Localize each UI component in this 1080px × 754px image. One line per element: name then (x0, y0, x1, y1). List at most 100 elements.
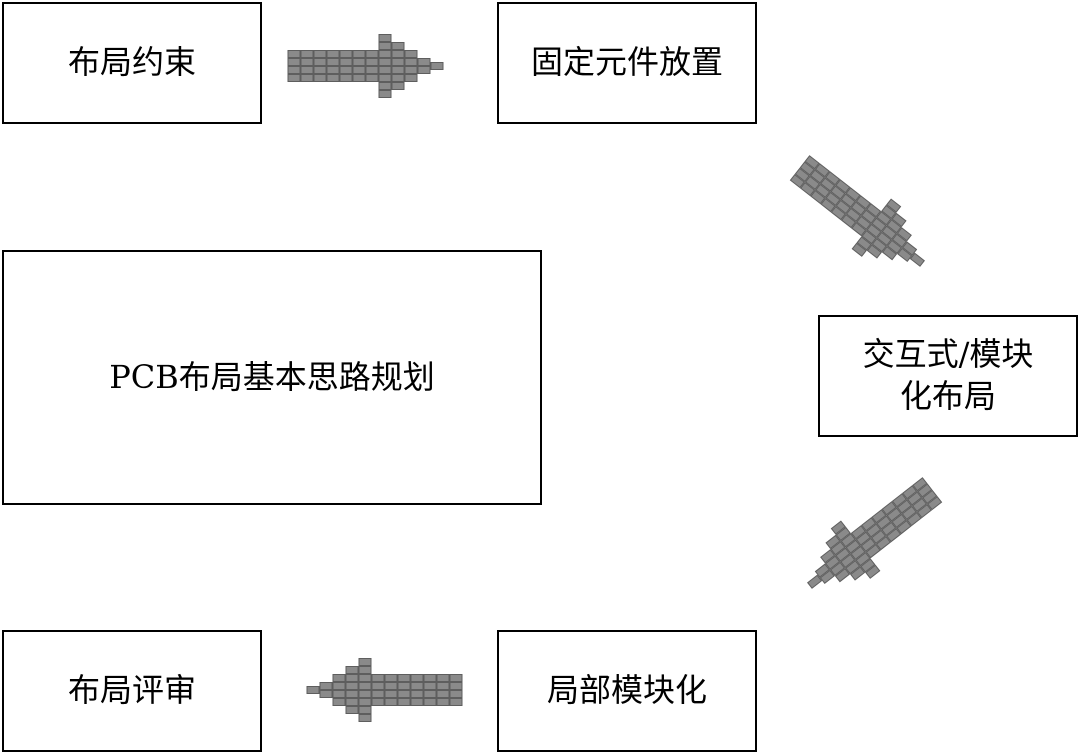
arrow-top-block (326, 50, 340, 58)
arrow-right-lower-block (891, 513, 907, 529)
arrow-right-lower-block (850, 525, 867, 540)
arrow-right-lower-block (830, 520, 846, 535)
arrow-bottom-block (358, 690, 372, 698)
arrow-right-upper-block (851, 242, 867, 257)
arrow-right-icon (287, 34, 444, 98)
arrow-down-right-icon (789, 155, 925, 267)
arrow-bottom-block (319, 690, 333, 698)
arrow-right-lower-block (917, 483, 933, 498)
arrow-right-upper-block (865, 203, 882, 218)
arrow-top-block (300, 50, 314, 58)
arrow-top-block (391, 82, 405, 90)
arrow-bottom-block (449, 682, 463, 690)
arrow-right-upper-block (856, 215, 872, 231)
arrow-right-lower-block (865, 564, 881, 579)
arrow-right-upper-block (840, 214, 857, 229)
arrow-top-block (287, 50, 301, 58)
arrow-right-lower-block (820, 549, 836, 564)
arrow-top-block (391, 58, 405, 66)
arrow-right-upper-block (820, 177, 836, 192)
box-local-modularization: 局部模块化 (497, 630, 757, 752)
arrow-right-upper-block (850, 201, 866, 216)
arrow-top-block (313, 50, 327, 58)
arrow-right-lower-block (814, 563, 830, 578)
arrow-right-upper-block (861, 230, 877, 245)
arrow-top-block (326, 58, 340, 66)
arrow-right-lower-block (840, 553, 856, 569)
arrow-right-lower-block (916, 503, 933, 519)
arrow-top-block (378, 74, 392, 82)
arrow-bottom-block (397, 690, 411, 698)
box-pcb-layout-planning: PCB布局基本思路规划 (2, 250, 542, 505)
arrow-bottom-block (384, 674, 398, 682)
arrow-right-lower-block (927, 495, 943, 511)
arrow-right-lower-block (902, 485, 918, 500)
arrow-bottom-block (371, 698, 385, 706)
arrow-right-lower-block (861, 517, 877, 532)
arrow-right-upper-block (866, 244, 882, 259)
arrow-top-block (378, 82, 392, 90)
arrow-bottom-block (332, 690, 346, 698)
box-layout-constraints: 布局约束 (2, 2, 262, 124)
box-layout-constraints-label: 布局约束 (67, 43, 196, 82)
arrow-right-upper-block (896, 227, 912, 242)
arrow-top-block (417, 66, 431, 74)
arrow-top-block (339, 66, 353, 74)
arrow-right-upper-block (815, 183, 831, 199)
arrow-right-lower-block (896, 520, 912, 535)
arrow-right-upper-block (814, 163, 830, 178)
arrow-bottom-block (345, 682, 359, 690)
arrow-right-lower-block (860, 558, 876, 573)
arrow-bottom-block (345, 666, 359, 674)
arrow-bottom-block (436, 690, 450, 698)
arrow-bottom-block (319, 682, 333, 690)
arrow-top-block (313, 58, 327, 66)
arrow-bottom-block (345, 674, 359, 682)
arrow-top-block (352, 66, 366, 74)
arrow-right-lower-block (865, 544, 881, 559)
arrow-right-upper-block (830, 185, 846, 200)
arrow-bottom-block (384, 682, 398, 690)
arrow-top-block (352, 58, 366, 66)
arrow-top-block (326, 66, 340, 74)
arrow-bottom-block (345, 690, 359, 698)
arrow-top-block (378, 66, 392, 74)
arrow-right-upper-block (881, 204, 897, 220)
arrow-right-lower-block (912, 477, 928, 492)
arrow-right-upper-block (861, 209, 877, 224)
arrow-right-lower-block (860, 537, 876, 553)
arrow-right-upper-block (840, 193, 856, 208)
box-interactive-modular-layout: 交互式/模块 化布局 (818, 315, 1078, 437)
arrow-right-upper-block (835, 179, 851, 194)
arrow-top-block (430, 62, 444, 70)
arrow-bottom-block (423, 698, 437, 706)
arrow-bottom-block (410, 674, 424, 682)
arrow-bottom-block (436, 674, 450, 682)
arrow-bottom-block (332, 674, 346, 682)
arrow-bottom-block (423, 674, 437, 682)
arrow-right-lower-block (886, 528, 902, 543)
arrow-top-block (378, 50, 392, 58)
arrow-top-block (378, 34, 392, 42)
arrow-top-block (404, 66, 418, 74)
arrow-right-lower-block (870, 529, 887, 545)
arrow-right-upper-block (891, 212, 907, 228)
arrow-top-block (339, 50, 353, 58)
arrow-top-block (391, 50, 405, 58)
arrow-right-upper-block (871, 238, 887, 253)
arrow-top-block (300, 66, 314, 74)
arrow-right-lower-block (850, 566, 866, 581)
arrow-top-block (404, 58, 418, 66)
arrow-top-block (313, 74, 327, 82)
arrow-right-lower-block (891, 493, 907, 508)
arrow-right-upper-block (881, 225, 897, 240)
arrow-right-lower-block (855, 531, 871, 546)
arrow-right-lower-block (835, 526, 851, 542)
arrow-down-left-icon (807, 477, 943, 589)
arrow-right-lower-block (896, 499, 912, 514)
arrow-right-lower-block (835, 547, 851, 562)
box-layout-review-label: 布局评审 (67, 671, 196, 710)
arrow-right-upper-block (891, 233, 907, 248)
arrow-bottom-block (358, 682, 372, 690)
arrow-right-lower-block (829, 561, 846, 577)
